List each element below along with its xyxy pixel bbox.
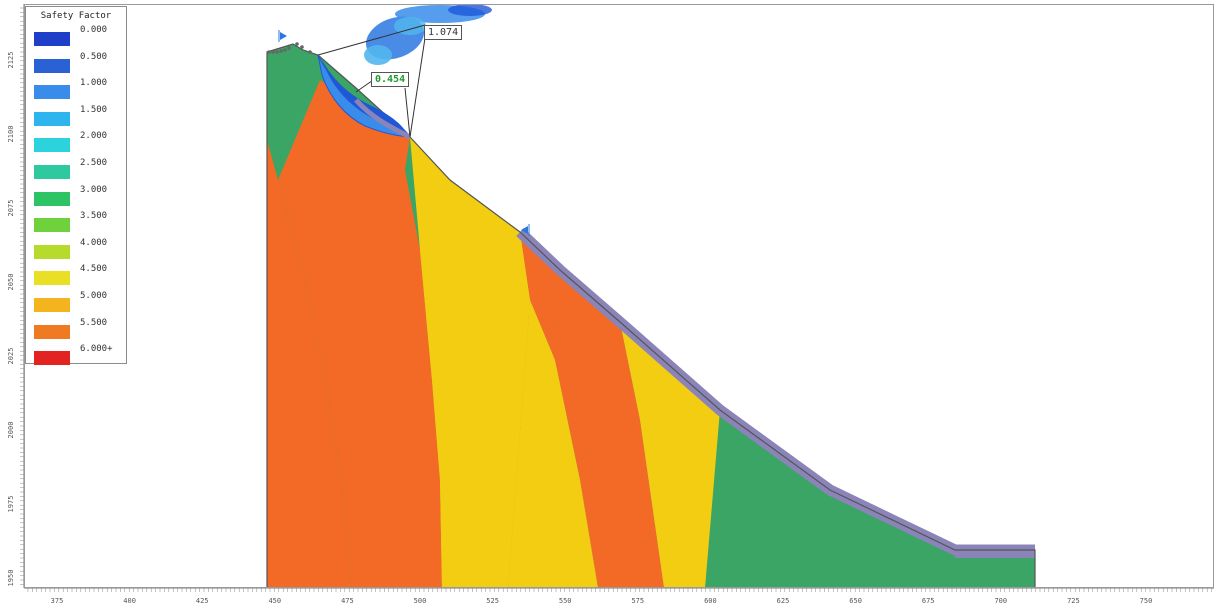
legend-label: 0.500 (80, 51, 108, 62)
critical-slip-core (322, 60, 406, 132)
legend-swatch (34, 218, 70, 233)
legend-entry: 2.500 (32, 158, 124, 184)
y-tick-label: 1950 (7, 570, 15, 587)
legend-swatch (34, 298, 70, 312)
legend-entry: 5.500 (32, 318, 124, 344)
legend-swatch (34, 244, 70, 259)
slip-surface-purple (354, 98, 412, 140)
legend-label: 3.000 (80, 184, 108, 195)
band-orange-1 (267, 140, 352, 588)
legend-label: 1.500 (80, 104, 108, 115)
legend-swatch (34, 324, 70, 339)
legend-entry: 4.000 (32, 238, 124, 264)
legend-swatch (34, 111, 70, 126)
x-tick-label: 575 (631, 597, 644, 605)
legend-label: 3.500 (80, 211, 108, 222)
crest-markers (267, 42, 312, 54)
legend-entry: 4.500 (32, 264, 124, 290)
y-tick-label: 2125 (7, 52, 15, 69)
legend-swatch (34, 271, 70, 286)
x-tick-label: 450 (268, 597, 281, 605)
legend-entry: 0.000 (32, 25, 124, 51)
x-tick-label: 400 (123, 597, 136, 605)
limit-marker-right (521, 224, 530, 236)
x-tick-label: 500 (414, 597, 427, 605)
toe-layer (955, 546, 1035, 558)
legend-swatch (34, 32, 70, 46)
legend-entry: 6.000+ (32, 344, 124, 370)
x-tick-label: 725 (1067, 597, 1080, 605)
band-orange-2 (278, 80, 442, 588)
y-tick-label: 2025 (7, 348, 15, 365)
global-min-fs-label: 1.074 (424, 25, 463, 40)
band-orange-2b (420, 232, 530, 588)
legend-label: 4.000 (80, 237, 108, 248)
legend-title: Safety Factor (40, 11, 112, 21)
x-tick-label: 600 (704, 597, 717, 605)
legend-swatch (34, 85, 70, 100)
x-tick-label: 750 (1140, 597, 1153, 605)
legend-swatch (34, 58, 70, 73)
legend-entry: 5.000 (32, 291, 124, 317)
legend-label: 1.000 (80, 78, 108, 89)
x-axis: 375 400 425 450 475 500 525 550 575 600 625 650 675 7… (24, 587, 1214, 605)
safety-factor-legend: Safety Factor 0.000 0.500 1.000 1.500 2.000 2… (25, 6, 127, 366)
x-tick-label: 475 (341, 597, 354, 605)
x-tick-label: 650 (849, 597, 862, 605)
legend-entry: 1.500 (32, 105, 124, 131)
legend-label: 4.500 (80, 264, 108, 275)
band-yellow-1b (508, 300, 598, 588)
y-tick-label: 2000 (7, 422, 15, 439)
legend-swatch (34, 165, 70, 179)
legend-label: 5.500 (80, 317, 108, 328)
slope-outline (266, 43, 1036, 588)
legend-label: 5.000 (80, 291, 108, 301)
x-tick-label: 375 (51, 597, 64, 605)
band-orange-3 (520, 232, 664, 588)
x-tick-label: 700 (994, 597, 1007, 605)
legend-swatch (34, 138, 70, 153)
legend-label: 2.000 (80, 131, 108, 142)
y-tick-label: 1975 (7, 496, 15, 513)
legend-entry: 3.500 (32, 211, 124, 237)
x-tick-label: 550 (559, 597, 572, 605)
legend-swatch (34, 191, 70, 206)
x-tick-label: 675 (922, 597, 935, 605)
y-tick-label: 2100 (7, 126, 15, 143)
legend-label: 2.500 (80, 158, 108, 168)
slip-centre-cluster (364, 4, 492, 65)
y-tick-label: 2075 (7, 200, 15, 217)
legend-label: 0.000 (80, 25, 108, 35)
x-tick-label: 625 (777, 597, 790, 605)
x-tick-label: 425 (196, 597, 209, 605)
legend-entry: 2.000 (32, 131, 124, 157)
limit-marker-left (278, 30, 287, 42)
x-tick-label: 525 (486, 597, 499, 605)
y-tick-label: 2050 (7, 274, 15, 291)
legend-swatch (34, 351, 70, 366)
critical-fs-label: 0.454 (371, 72, 410, 87)
legend-entry: 3.000 (32, 185, 124, 211)
legend-entry: 0.500 (32, 52, 124, 78)
legend-entry: 1.000 (32, 78, 124, 104)
legend-label: 6.000+ (80, 344, 113, 355)
